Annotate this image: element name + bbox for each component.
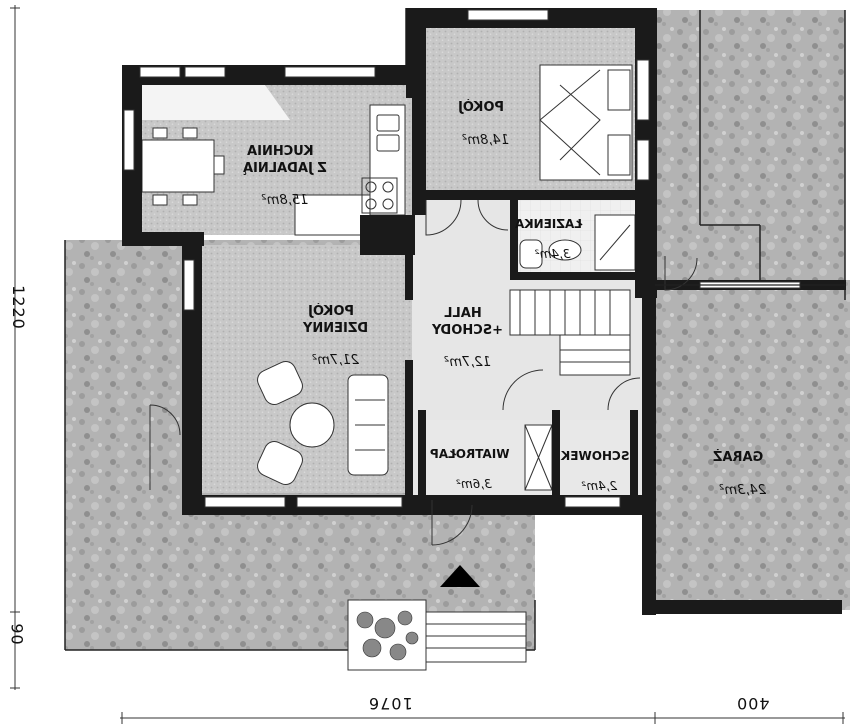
room-area: 12,7m² <box>444 355 491 370</box>
room-name: POKÓJ DZIENNY <box>303 304 369 336</box>
room-area: 21,7m² <box>312 353 359 368</box>
dimension-lines <box>10 5 845 724</box>
armchair-icon <box>257 361 303 485</box>
room-area: 2,4m² <box>581 479 618 493</box>
room-label-wiatrolap: WIATROŁAP 3,6m² <box>430 432 518 507</box>
entrance-arrow-icon <box>440 565 480 587</box>
sofa-icon <box>347 374 389 476</box>
room-label-pokoj-dzienny: POKÓJ DZIENNY 21,7m² <box>303 288 368 386</box>
room-area: 3,4m² <box>534 247 571 261</box>
kitchen-counter <box>140 85 406 236</box>
wardrobe-icon <box>524 424 553 491</box>
room-name: POKÓJ <box>458 100 504 116</box>
bed-icon <box>539 64 633 181</box>
sink-icon <box>376 114 400 152</box>
room-label-garaz: GARAŻ 24,3m² <box>713 434 772 515</box>
coffee-table-icon <box>289 402 335 448</box>
doors <box>149 199 698 546</box>
room-name: GARAŻ <box>713 450 764 466</box>
room-area: 24,3m² <box>719 482 767 498</box>
room-area: 3,6m² <box>456 477 492 491</box>
room-name: SCHOWEK <box>561 449 630 463</box>
room-name: WIATROŁAP <box>430 447 510 461</box>
stairs <box>509 289 631 376</box>
dining-table-icon <box>141 127 225 206</box>
room-area: 14,8m² <box>462 132 509 148</box>
room-name: HALL +SCHODY <box>432 306 503 338</box>
room-label-pokoj: POKÓJ 14,8m² <box>458 84 513 165</box>
room-label-lazienka: ŁAZIENKA 3,4m² <box>515 202 590 277</box>
room-name: KUCHNIA Z JADALNIĄ <box>243 144 327 176</box>
dimension-width-house: 1076 <box>368 694 413 713</box>
room-label-kuchnia: KUCHNIA Z JADALNIĄ 15,8m² <box>243 128 327 226</box>
planter-icon <box>356 610 419 661</box>
dimension-depth: 1220 <box>8 285 28 330</box>
room-area: 15,8m² <box>261 193 309 208</box>
room-name: ŁAZIENKA <box>515 217 582 231</box>
stove-icon <box>361 177 398 214</box>
dimension-depth-terrace: 90 <box>7 623 27 646</box>
dimension-width-garage: 400 <box>736 694 770 713</box>
room-label-hall: HALL +SCHODY 12,7m² <box>432 290 503 388</box>
bathroom-fixtures <box>519 214 636 271</box>
room-label-schowek: SCHOWEK 2,4m² <box>561 434 638 509</box>
